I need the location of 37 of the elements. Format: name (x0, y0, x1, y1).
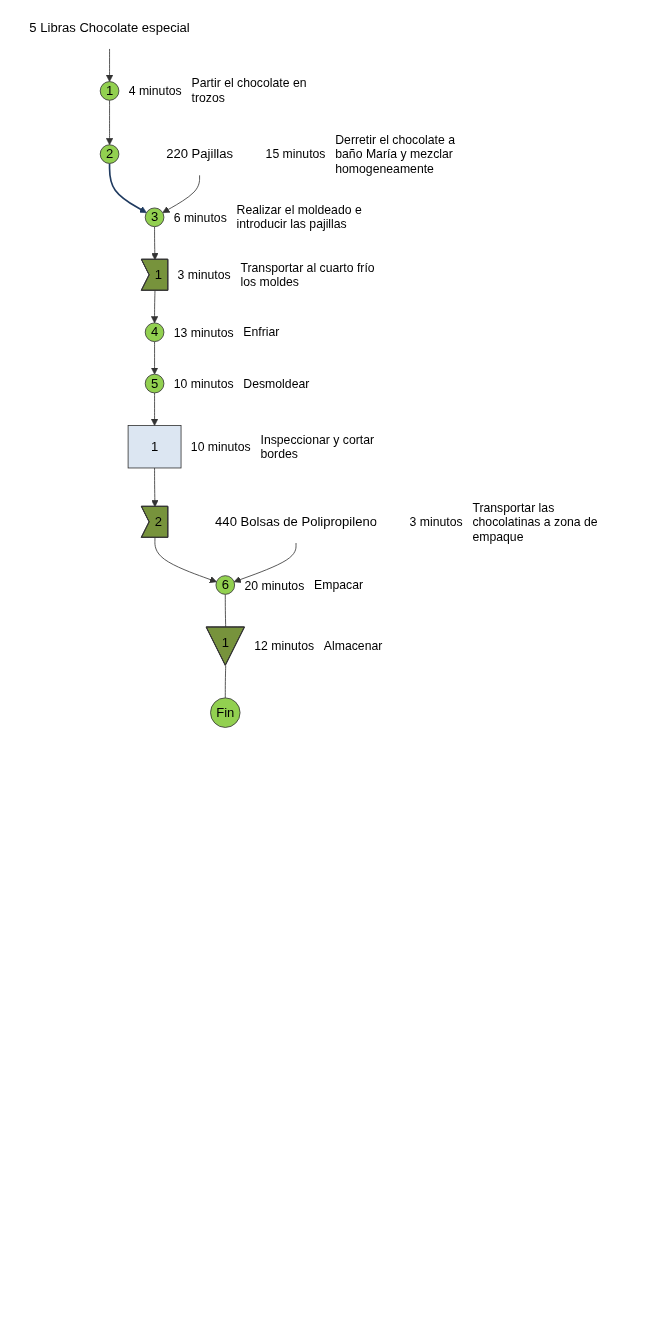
operation-circle: 6 (215, 575, 236, 595)
storage-triangle: 1 (205, 626, 245, 666)
step-description: Derretir el chocolate a baño María y mezclar homogeneamente (335, 132, 456, 177)
transport-step: 1 (140, 258, 169, 291)
inspection-square: 1 (127, 425, 182, 469)
duration-text: 4 minutos (128, 84, 182, 98)
step-description: Inspeccionar y cortar bordes (260, 432, 376, 462)
operation-circle: 3 (144, 207, 165, 228)
duration-text: 6 minutos (173, 210, 227, 225)
step-description: Partir el chocolate en trozos (191, 76, 308, 106)
input-label: 220 Pajillas (166, 146, 233, 161)
connector-line (224, 665, 227, 699)
step-description: Empacar (314, 577, 364, 593)
operation-circle: 1 (99, 81, 120, 101)
duration-text: 3 minutos (409, 514, 463, 529)
step-description: Transportar las chocolatinas a zona de empaque (472, 499, 599, 544)
input-label: 5 Libras Chocolate especial (29, 20, 190, 35)
step-description: Enfriar (243, 324, 280, 340)
duration-text: 3 minutos (177, 267, 231, 282)
operation-circle: 5 (144, 373, 165, 394)
operation-circle: 2 (99, 144, 120, 164)
end-circle: Fin (210, 697, 241, 728)
step-description: Desmoldear (243, 376, 310, 391)
transport-step: 2 (140, 505, 169, 538)
duration-text: 15 minutos (265, 147, 326, 162)
duration-text: 12 minutos (254, 639, 315, 654)
arrow (108, 162, 147, 213)
duration-text: 13 minutos (173, 325, 234, 340)
step-description: Realizar el moldeado e introducir las pajillas (236, 202, 363, 232)
operation-circle: 4 (144, 322, 165, 342)
connector-line (224, 593, 227, 628)
duration-text: 20 minutos (244, 578, 305, 592)
input-label: 440 Bolsas de Polipropileno (215, 514, 377, 529)
step-description: Transportar al cuarto frío los moldes (240, 260, 376, 290)
duration-text: 10 minutos (173, 376, 234, 391)
step-description: Almacenar (323, 638, 383, 654)
duration-text: 10 minutos (190, 439, 251, 454)
